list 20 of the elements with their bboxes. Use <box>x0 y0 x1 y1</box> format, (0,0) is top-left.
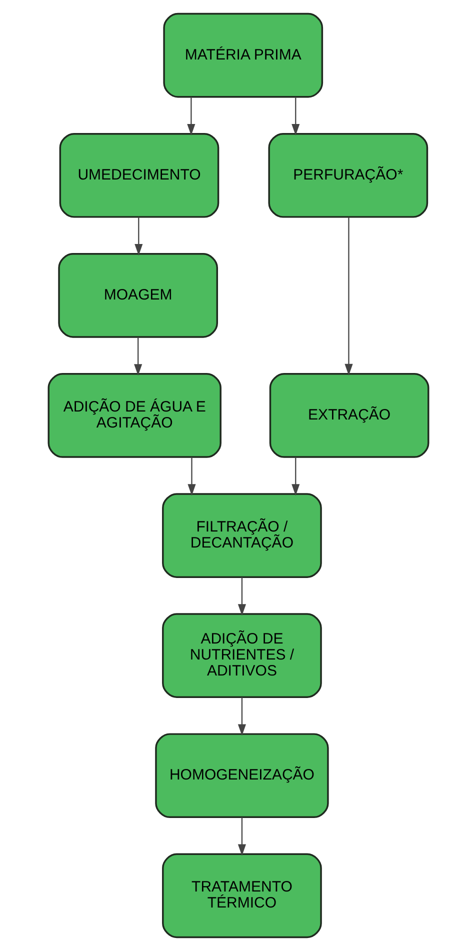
node-box: MATÉRIA PRIMA <box>162 12 323 98</box>
arrow <box>344 216 352 375</box>
arrow <box>237 576 246 616</box>
arrow <box>187 456 196 496</box>
arrow <box>291 96 300 136</box>
node-box: PERFURAÇÃO* <box>268 132 428 218</box>
node-box: EXTRAÇÃO <box>268 372 429 458</box>
node-box: HOMOGENEIZAÇÃO <box>154 732 328 818</box>
arrow <box>134 216 142 256</box>
arrow <box>186 96 195 136</box>
arrow <box>291 456 300 496</box>
node-box: FILTRAÇÃO / DECANTAÇÃO <box>162 492 322 578</box>
node-box: ADIÇÃO DE NUTRIENTES / ADITIVOS <box>162 612 322 698</box>
arrow <box>237 696 246 736</box>
node-box: ADIÇÃO DE ÁGUA E AGITAÇÃO <box>47 372 221 458</box>
arrow <box>237 816 246 856</box>
node-box: MOAGEM <box>58 252 218 338</box>
node-box: TRATAMENTO TÉRMICO <box>162 852 322 938</box>
node-box: UMEDECIMENTO <box>58 132 219 218</box>
arrow <box>134 336 142 376</box>
